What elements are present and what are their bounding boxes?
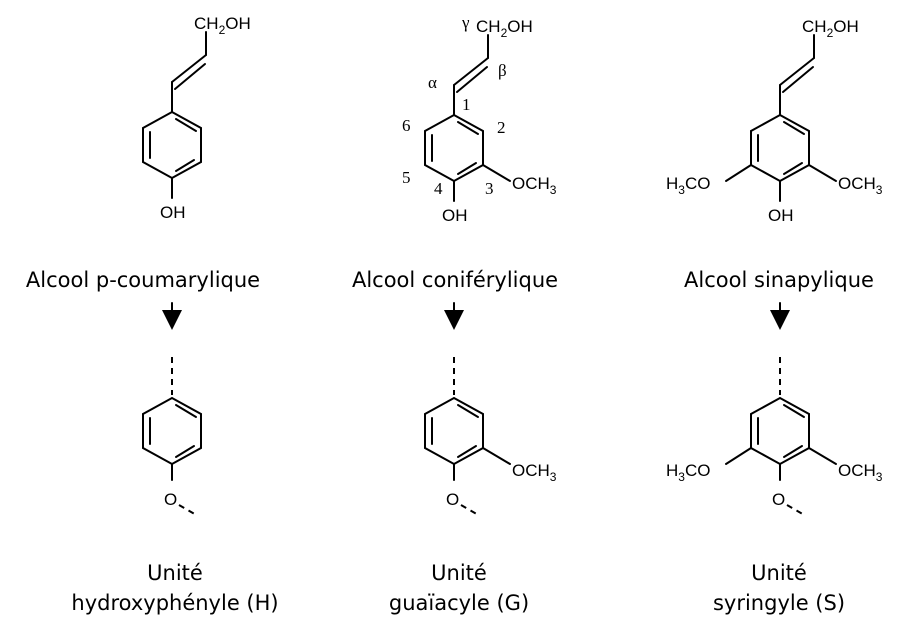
ch2oh-label: CH2OH [194,14,251,37]
ether-oxygen-label: O [446,490,459,509]
methoxy-label: OCH3 [512,461,557,484]
carbon-3-label: 3 [485,179,494,198]
carbon-6-label: 6 [402,116,411,135]
methoxy-label: OCH3 [512,174,557,197]
ether-oxygen-label: O [164,490,177,509]
carbon-gamma-label: γ [461,13,470,32]
monomer-name: Alcool coniférylique [352,268,558,292]
g-unit-structure [424,357,511,517]
ch2oh-label: CH2OH [476,17,533,40]
unit-name: guaïacyle (G) [389,591,529,615]
unit-name: hydroxyphényle (H) [71,591,278,615]
monomer-name: Alcool sinapylique [684,268,874,292]
h-unit-structure [142,357,202,517]
methoxy-label: OCH3 [838,461,883,484]
carbon-beta-label: β [498,61,507,80]
hydroxyl-label: OH [160,203,186,222]
carbon-4-label: 4 [434,179,443,198]
carbon-alpha-label: α [428,73,437,92]
carbon-5-label: 5 [402,168,411,187]
ch2oh-label: CH2OH [802,17,859,40]
methoxy-label: OCH3 [838,174,883,197]
monomer-name: Alcool p-coumarylique [26,268,260,292]
methoxy-label-left: H3CO [666,461,710,484]
carbon-1-label: 1 [462,95,471,114]
p-coumaryl-alcohol-structure [142,31,207,199]
ether-oxygen-label: O [772,490,785,509]
hydroxyl-label: OH [442,206,468,225]
unit-label: Unité [751,561,807,585]
unit-name: syringyle (S) [713,591,845,615]
hydroxyl-label: OH [768,206,794,225]
methoxy-label-left: H3CO [666,174,710,197]
coniferyl-alcohol-structure [424,34,511,202]
unit-label: Unité [431,561,487,585]
sinapyl-alcohol-structure [725,34,837,202]
s-unit-structure [725,357,837,517]
unit-label: Unité [147,561,203,585]
carbon-2-label: 2 [497,118,506,137]
